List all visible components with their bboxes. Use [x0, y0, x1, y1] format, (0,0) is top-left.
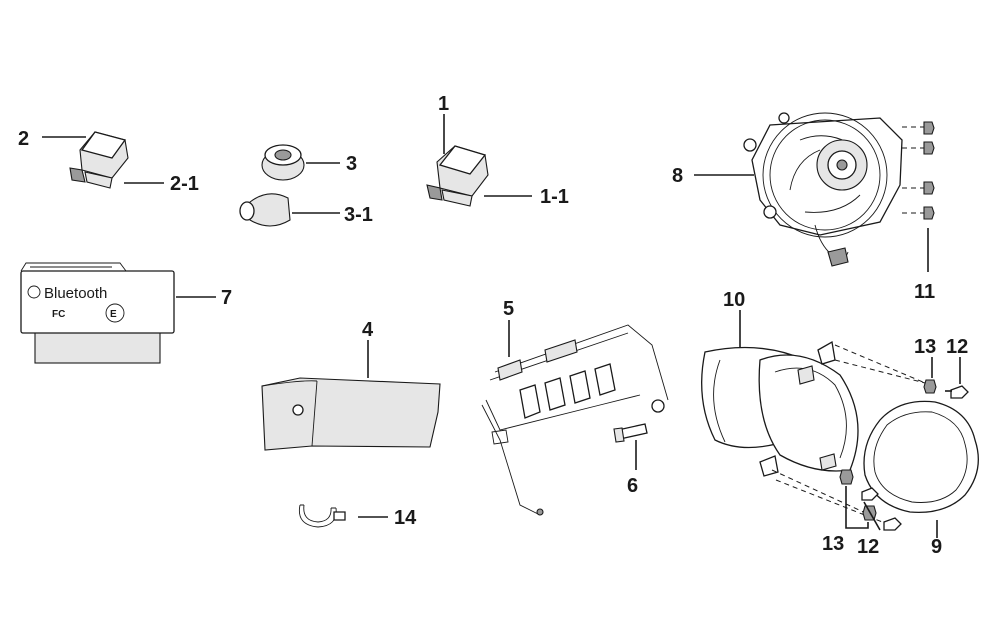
- label-9: 9: [931, 536, 942, 558]
- hardware-top: [923, 379, 969, 399]
- relay-part-1: [426, 145, 489, 207]
- grommet-part-3: [261, 144, 305, 181]
- label-13-bottom: 13: [822, 533, 844, 555]
- label-3-1: 3-1: [344, 204, 373, 226]
- label-13-top: 13: [914, 336, 936, 358]
- ce-mark: E: [110, 309, 117, 320]
- label-12-top: 12: [946, 336, 968, 358]
- label-1-1: 1-1: [540, 186, 569, 208]
- label-11: 11: [914, 281, 935, 303]
- cover-part-4: [261, 377, 441, 451]
- fcc-mark: FC: [52, 309, 65, 320]
- boot-part-3-1: [239, 193, 291, 227]
- label-8: 8: [672, 165, 683, 187]
- clip-part-14: [298, 504, 346, 528]
- label-2-1: 2-1: [170, 173, 199, 195]
- leader-12-bottom: [863, 501, 881, 531]
- fan-shroud-part-10: [701, 340, 859, 477]
- label-1: 1: [438, 93, 449, 115]
- label-6: 6: [627, 475, 638, 497]
- bracket-part-5: [481, 324, 669, 516]
- label-10: 10: [723, 289, 745, 311]
- label-7: 7: [221, 287, 232, 309]
- label-4: 4: [362, 319, 374, 341]
- leader-13-bottom: [845, 486, 869, 529]
- label-2: 2: [18, 128, 29, 150]
- label-5: 5: [503, 298, 514, 320]
- bluetooth-brand-text: Bluetooth: [44, 285, 107, 302]
- relay-part-2: [69, 131, 129, 189]
- label-14: 14: [394, 507, 417, 529]
- bluetooth-module-part-7: Bluetooth FC E: [20, 262, 175, 364]
- ring-part-9: [863, 400, 979, 514]
- cooling-fan-part-8: [743, 112, 935, 267]
- hardware-bottom: [839, 469, 902, 531]
- label-3: 3: [346, 153, 357, 175]
- label-12-bottom: 12: [857, 536, 879, 558]
- bolt-part-6: [613, 423, 648, 443]
